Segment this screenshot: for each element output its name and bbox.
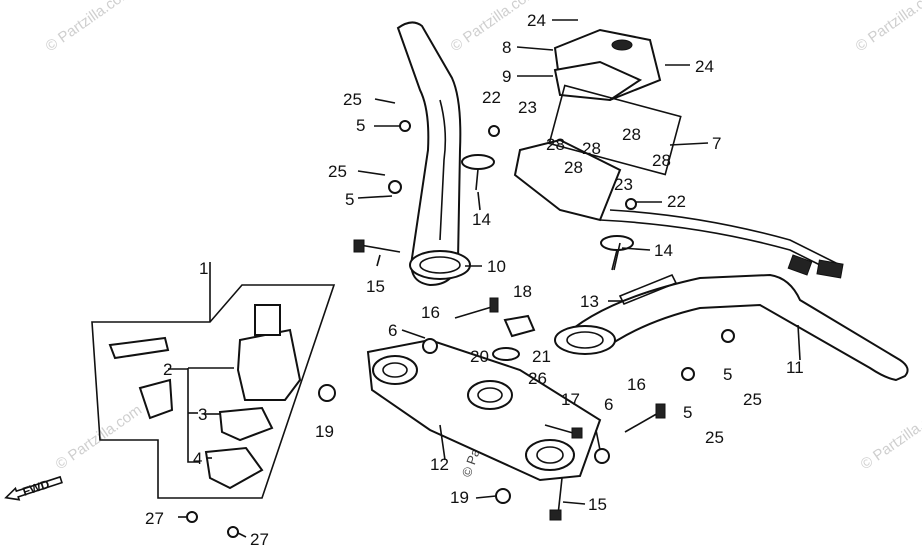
callout-6: 6: [388, 321, 397, 340]
callout-1: 1: [199, 259, 208, 278]
callout-13: 13: [580, 292, 599, 311]
callout-10: 10: [487, 257, 506, 276]
callout-26: 26: [528, 369, 547, 388]
callout-25: 25: [343, 90, 362, 109]
callout-labels: 1 2 3 4 5 5 5 5 6 6 7 8 9 10 11 12 13 14…: [145, 11, 804, 549]
callout-24: 24: [527, 11, 546, 30]
callout-9: 9: [502, 67, 511, 86]
callout-28: 28: [582, 139, 601, 158]
cushion-rubbers: [461, 154, 634, 271]
callout-23: 23: [614, 175, 633, 194]
fwd-label: FWD: [21, 477, 52, 499]
callout-5: 5: [345, 190, 354, 209]
leader-lines: [168, 19, 801, 538]
callout-18: 18: [513, 282, 532, 301]
callout-21: 21: [532, 347, 551, 366]
meter-cover-assembly: [513, 28, 844, 279]
callout-25: 25: [328, 162, 347, 181]
callout-14: 14: [472, 210, 491, 229]
watermark: © Partzilla.com: [43, 0, 136, 55]
callout-27: 27: [250, 530, 269, 549]
callout-19: 19: [450, 488, 469, 507]
watermark: © Partzilla.com: [858, 401, 922, 473]
callout-17: 17: [561, 390, 580, 409]
watermark: © Partzilla.com: [853, 0, 922, 55]
callout-22: 22: [667, 192, 686, 211]
callout-22: 22: [482, 88, 501, 107]
callout-16: 16: [627, 375, 646, 394]
callout-5: 5: [356, 116, 365, 135]
upper-triple-clamp: [366, 338, 602, 482]
callout-11: 11: [786, 358, 804, 377]
callout-19: 19: [315, 422, 334, 441]
callout-7: 7: [712, 134, 721, 153]
callout-24: 24: [695, 57, 714, 76]
callout-25: 25: [705, 428, 724, 447]
callout-14: 14: [654, 241, 673, 260]
callout-12: 12: [430, 455, 449, 474]
callout-5: 5: [683, 403, 692, 422]
callout-28: 28: [564, 158, 583, 177]
callout-15: 15: [588, 495, 607, 514]
callout-16: 16: [421, 303, 440, 322]
callout-4: 4: [193, 449, 202, 468]
callout-27: 27: [145, 509, 164, 528]
callout-28: 28: [622, 125, 641, 144]
hardware: [186, 120, 735, 538]
callout-28: 28: [652, 151, 671, 170]
callout-5: 5: [723, 365, 732, 384]
callout-15: 15: [366, 277, 385, 296]
right-handlebar: [554, 273, 909, 382]
callout-28: 28: [546, 135, 565, 154]
forward-arrow: FWD: [4, 475, 63, 501]
callout-6: 6: [604, 395, 613, 414]
callout-3: 3: [198, 405, 207, 424]
callout-2: 2: [163, 360, 172, 379]
callout-20: 20: [470, 347, 489, 366]
callout-8: 8: [502, 38, 511, 57]
left-handlebar: [396, 21, 471, 287]
callout-23: 23: [518, 98, 537, 117]
ignition-switch-group: [91, 262, 336, 499]
callout-25: 25: [743, 390, 762, 409]
